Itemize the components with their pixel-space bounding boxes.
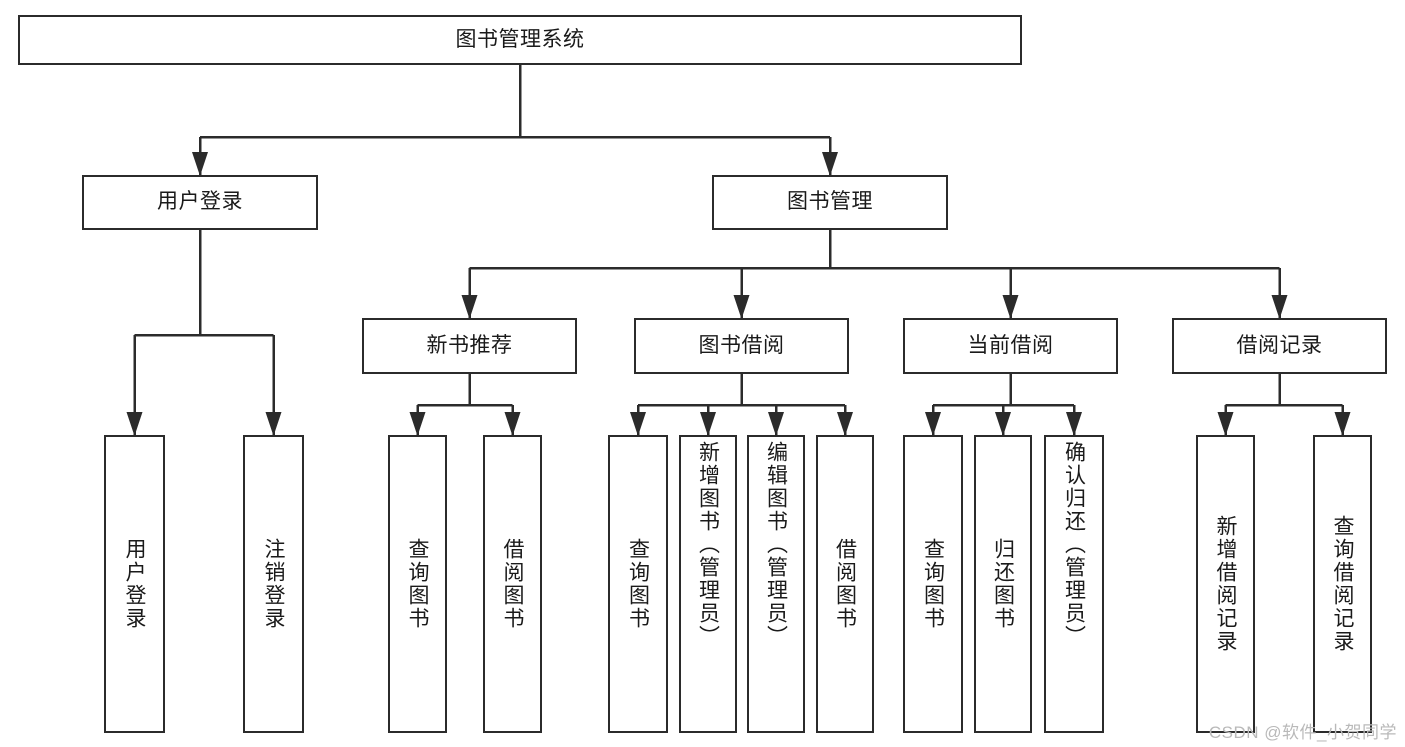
node-r1: 新增借阅记录 xyxy=(1196,435,1255,733)
node-label-login: 用户登录 xyxy=(157,190,243,214)
arrowhead-b1 xyxy=(630,412,646,436)
node-label-l2: 注销登录 xyxy=(262,538,285,630)
arrowhead-n1 xyxy=(409,412,426,436)
node-c3: 确认归还（管理员） xyxy=(1044,435,1104,733)
arrowhead-c2 xyxy=(995,412,1011,436)
node-label-records: 借阅记录 xyxy=(1236,333,1323,357)
node-c1: 查询图书 xyxy=(903,435,963,733)
node-newbook: 新书推荐 xyxy=(362,318,577,374)
node-label-b4: 借阅图书 xyxy=(833,538,857,630)
arrowhead-borrow xyxy=(733,295,750,319)
node-label-c2: 归还图书 xyxy=(991,538,1015,630)
node-label-c1: 查询图书 xyxy=(921,538,945,630)
arrowhead-l1 xyxy=(126,412,143,436)
node-label-r1: 新增借阅记录 xyxy=(1214,515,1237,653)
node-label-n2: 借阅图书 xyxy=(501,538,524,630)
arrowhead-l2 xyxy=(265,412,282,436)
node-l2: 注销登录 xyxy=(243,435,304,733)
node-label-current: 当前借阅 xyxy=(967,333,1054,357)
node-label-r2: 查询借阅记录 xyxy=(1331,515,1354,653)
node-label-borrow: 图书借阅 xyxy=(698,333,785,357)
node-c2: 归还图书 xyxy=(974,435,1032,733)
node-b2: 新增图书（管理员） xyxy=(679,435,737,733)
arrowhead-newbook xyxy=(461,295,478,319)
arrowhead-b3 xyxy=(768,412,784,436)
node-label-n1: 查询图书 xyxy=(406,538,429,630)
arrowhead-r2 xyxy=(1334,412,1351,436)
node-n1: 查询图书 xyxy=(388,435,447,733)
node-label-b3: 编辑图书（管理员） xyxy=(764,441,788,648)
node-n2: 借阅图书 xyxy=(483,435,542,733)
arrowhead-c3 xyxy=(1066,412,1082,436)
node-borrow: 图书借阅 xyxy=(634,318,849,374)
arrowhead-current xyxy=(1002,295,1019,319)
node-label-l1: 用户登录 xyxy=(123,538,146,630)
node-login: 用户登录 xyxy=(82,175,318,230)
node-root: 图书管理系统 xyxy=(18,15,1022,65)
arrowhead-c1 xyxy=(925,412,941,436)
node-records: 借阅记录 xyxy=(1172,318,1387,374)
watermark-text: CSDN @软件_小贺同学 xyxy=(1208,723,1397,742)
node-b1: 查询图书 xyxy=(608,435,668,733)
arrowhead-b2 xyxy=(700,412,716,436)
arrowhead-b4 xyxy=(837,412,853,436)
node-b4: 借阅图书 xyxy=(816,435,874,733)
arrowhead-bookmgmt xyxy=(822,152,838,176)
node-label-bookmgmt: 图书管理 xyxy=(787,190,873,214)
node-r2: 查询借阅记录 xyxy=(1313,435,1372,733)
node-label-c3: 确认归还（管理员） xyxy=(1062,441,1086,648)
node-l1: 用户登录 xyxy=(104,435,165,733)
node-label-b1: 查询图书 xyxy=(626,538,650,630)
node-label-newbook: 新书推荐 xyxy=(426,333,513,357)
node-current: 当前借阅 xyxy=(903,318,1118,374)
node-label-b2: 新增图书（管理员） xyxy=(696,441,720,648)
node-bookmgmt: 图书管理 xyxy=(712,175,948,230)
node-b3: 编辑图书（管理员） xyxy=(747,435,805,733)
arrowhead-n2 xyxy=(504,412,521,436)
arrowhead-login xyxy=(192,152,208,176)
node-label-root: 图书管理系统 xyxy=(455,27,585,51)
arrowhead-r1 xyxy=(1217,412,1234,436)
arrowhead-records xyxy=(1271,295,1288,319)
